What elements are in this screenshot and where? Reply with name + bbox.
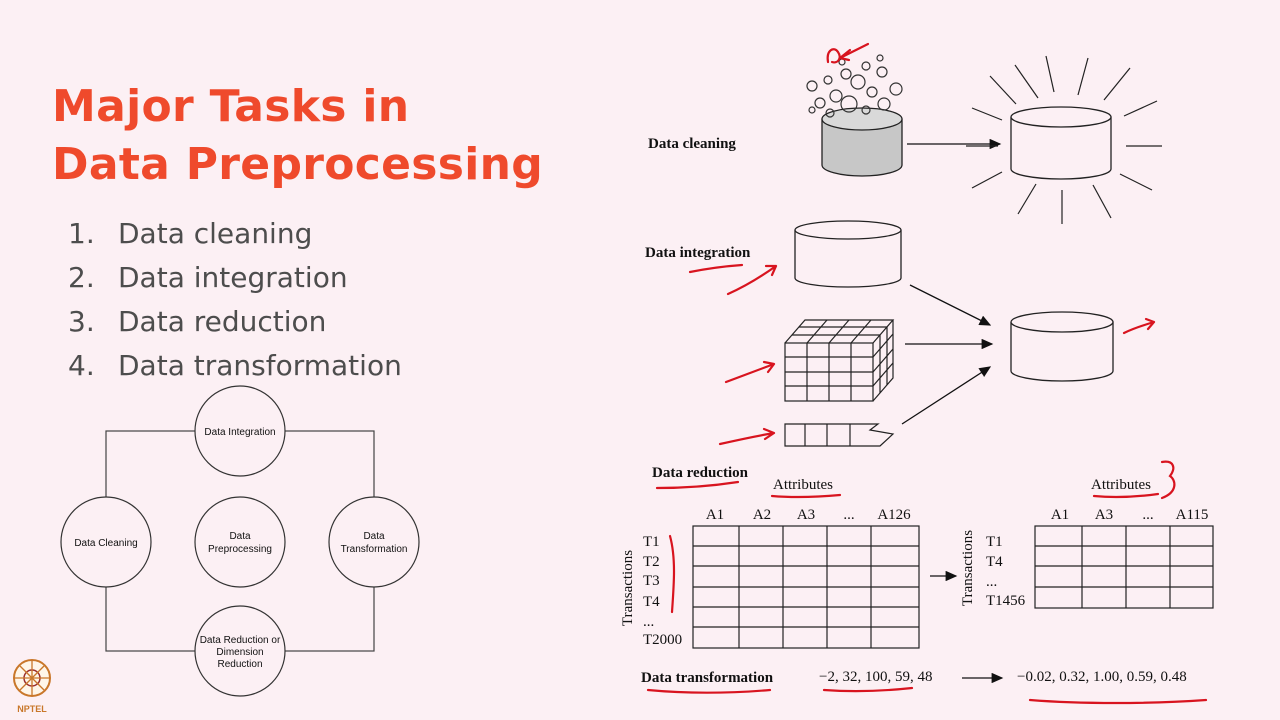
- transactions-label: Transactions: [960, 530, 976, 606]
- red-annotations: [646, 42, 1208, 705]
- transform-output: −0.02, 0.32, 1.00, 0.59, 0.48: [1017, 669, 1187, 685]
- column-header: ...: [843, 507, 854, 523]
- left-table-grid: [692, 525, 920, 649]
- node-label: Data Integration: [204, 427, 275, 438]
- task-label: Data transformation: [118, 349, 402, 382]
- node-label: Data: [229, 531, 251, 542]
- task-item: 3. Data reduction: [68, 300, 402, 344]
- column-header: A2: [753, 507, 771, 523]
- task-number: 2.: [68, 261, 95, 294]
- column-header: A3: [1095, 507, 1113, 523]
- row-header: T3: [643, 573, 660, 589]
- row-header: T1456: [986, 593, 1026, 609]
- cycle-connector: [105, 430, 375, 652]
- title-line-1: Major Tasks in: [52, 81, 410, 132]
- data-integration-label: Data integration: [645, 245, 751, 261]
- attributes-label: Attributes: [1091, 477, 1151, 493]
- transform-input: −2, 32, 100, 59, 48: [819, 669, 932, 685]
- integrated-database-icon: [1010, 311, 1114, 382]
- task-item: 4. Data transformation: [68, 344, 402, 388]
- node-label: Data Reduction or: [200, 635, 281, 646]
- node-label: Transformation: [341, 544, 408, 555]
- attributes-label: Attributes: [773, 477, 833, 493]
- slide-title: Major Tasks in Data Preprocessing: [52, 78, 543, 194]
- node-label: Data Cleaning: [74, 538, 137, 549]
- node-data-cleaning: [60, 496, 152, 588]
- node-data-integration: [194, 385, 286, 477]
- column-header: A1: [1051, 507, 1069, 523]
- dirty-database-icon: [806, 54, 903, 177]
- task-label: Data cleaning: [118, 217, 313, 250]
- row-header: T2: [643, 554, 660, 570]
- node-label: Preprocessing: [208, 544, 272, 555]
- transactions-label: Transactions: [620, 550, 636, 626]
- row-header: ...: [643, 614, 654, 630]
- node-data-transformation: [328, 496, 420, 588]
- row-header: T1: [986, 534, 1003, 550]
- data-transformation-label: Data transformation: [641, 670, 774, 686]
- column-header: ...: [1142, 507, 1153, 523]
- task-number: 1.: [68, 217, 95, 250]
- column-header: A1: [706, 507, 724, 523]
- node-data-preprocessing: [194, 496, 286, 588]
- task-number: 4.: [68, 349, 95, 382]
- task-item: 2. Data integration: [68, 256, 402, 300]
- node-label: Reduction: [217, 659, 262, 670]
- column-header: A115: [1176, 507, 1209, 523]
- sparkle-rays: [966, 55, 1162, 224]
- title-line-2: Data Preprocessing: [52, 139, 544, 190]
- node-label: Data: [363, 531, 385, 542]
- task-label: Data integration: [118, 261, 348, 294]
- source-database-icon: [794, 220, 902, 288]
- data-cube-icon: [784, 319, 895, 402]
- row-header: T2000: [643, 632, 682, 648]
- row-header: T1: [643, 534, 660, 550]
- logo-text: NPTEL: [17, 704, 47, 714]
- data-reduction-label: Data reduction: [652, 465, 749, 481]
- row-header: T4: [986, 554, 1003, 570]
- data-strip-icon: [784, 423, 895, 447]
- nptel-logo: NPTEL: [13, 659, 51, 714]
- right-table-grid: [1034, 525, 1214, 609]
- node-data-reduction: [194, 605, 286, 697]
- row-header: T4: [643, 594, 660, 610]
- arrow: [909, 284, 992, 326]
- clean-database-icon: [1010, 106, 1112, 180]
- task-item: 1. Data cleaning: [68, 212, 402, 256]
- task-list: 1. Data cleaning 2. Data integration 3. Dat…: [68, 212, 402, 388]
- task-label: Data reduction: [118, 305, 327, 338]
- column-header: A3: [797, 507, 815, 523]
- task-number: 3.: [68, 305, 95, 338]
- arrow: [901, 366, 992, 425]
- node-label: Dimension: [216, 647, 263, 658]
- data-cleaning-label: Data cleaning: [648, 136, 736, 152]
- row-header: ...: [986, 574, 997, 590]
- column-header: A126: [877, 507, 911, 523]
